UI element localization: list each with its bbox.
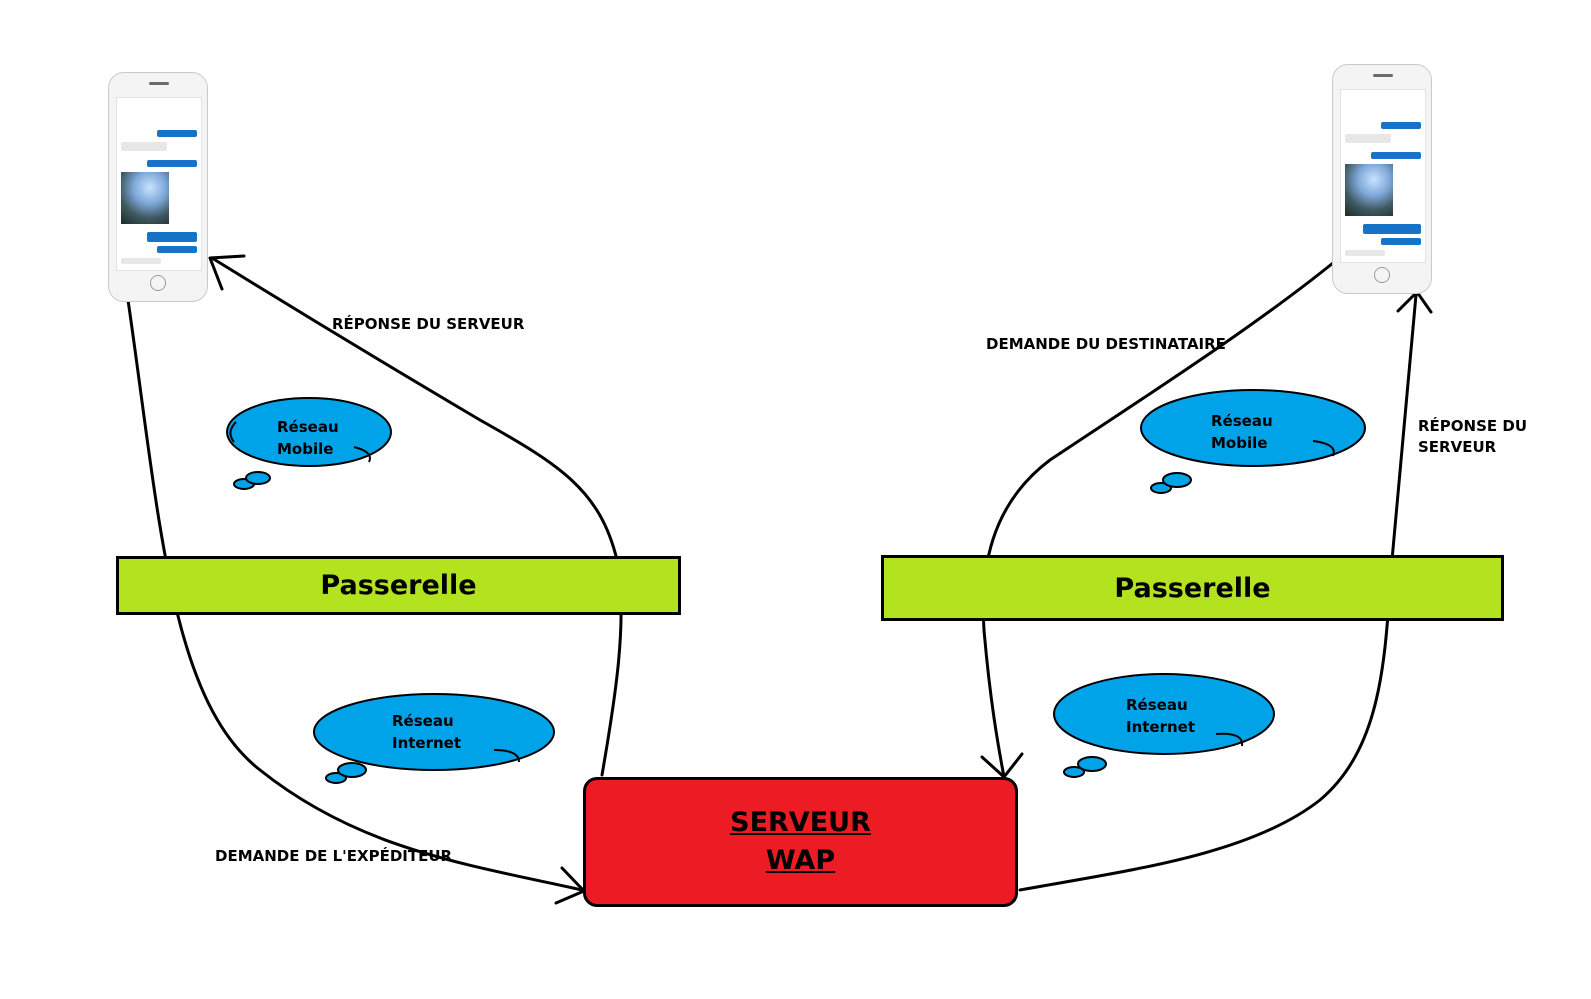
phone-screen [116, 97, 202, 271]
cloud-right-internet: Réseau Internet [1046, 670, 1280, 778]
gateway-right-label: Passerelle [1114, 572, 1271, 604]
speaker-icon [1373, 74, 1393, 77]
cloud-right-internet-line2: Internet [1126, 718, 1196, 736]
thought-cloud-icon [226, 397, 392, 490]
arrow-right-request [981, 261, 1335, 779]
label-right-response-line1: RÉPONSE DU [1418, 417, 1527, 435]
label-left-response: RÉPONSE DU SERVEUR [332, 315, 525, 333]
server-label-line1: SERVEUR [730, 807, 871, 838]
sender-smartphone-icon [108, 72, 208, 302]
cloud-right-mobile-line2: Mobile [1211, 434, 1268, 452]
cloud-left-internet-line1: Réseau [392, 712, 454, 730]
cloud-left-internet-line2: Internet [392, 734, 462, 752]
server-label-line2: WAP [765, 845, 836, 876]
arrowhead-left-response [208, 254, 246, 291]
arrow-left-request [126, 298, 584, 892]
arrow-right-response [1018, 293, 1418, 892]
cloud-left-mobile-line2: Mobile [277, 440, 334, 458]
cloud-right-mobile-line1: Réseau [1211, 412, 1273, 430]
thought-cloud-icon [313, 693, 555, 784]
thought-cloud-icon [1053, 673, 1275, 778]
photo-thumbnail [1345, 164, 1393, 216]
speaker-icon [149, 82, 169, 85]
home-button-icon [1374, 267, 1390, 283]
label-right-response-line2: SERVEUR [1418, 438, 1497, 456]
gateway-left: Passerelle [116, 556, 681, 615]
gateway-right: Passerelle [881, 555, 1504, 621]
cloud-left-mobile-line1: Réseau [277, 418, 339, 436]
arrow-left-response [210, 256, 623, 777]
label-right-request: DEMANDE DU DESTINATAIRE [986, 335, 1226, 353]
home-button-icon [150, 275, 166, 291]
cloud-right-internet-line1: Réseau [1126, 696, 1188, 714]
wap-server-box: SERVEUR WAP [583, 777, 1018, 907]
gateway-left-label: Passerelle [320, 570, 477, 601]
thought-cloud-icon [1140, 389, 1366, 494]
recipient-smartphone-icon [1332, 64, 1432, 294]
cloud-left-mobile: Réseau Mobile [214, 392, 404, 500]
label-right-response: RÉPONSE DU SERVEUR [1418, 416, 1527, 458]
label-left-request: DEMANDE DE L'EXPÉDITEUR [215, 847, 453, 865]
photo-thumbnail [121, 172, 169, 224]
cloud-left-internet: Réseau Internet [304, 690, 560, 788]
phone-screen [1340, 89, 1426, 263]
cloud-right-mobile: Réseau Mobile [1133, 386, 1371, 494]
